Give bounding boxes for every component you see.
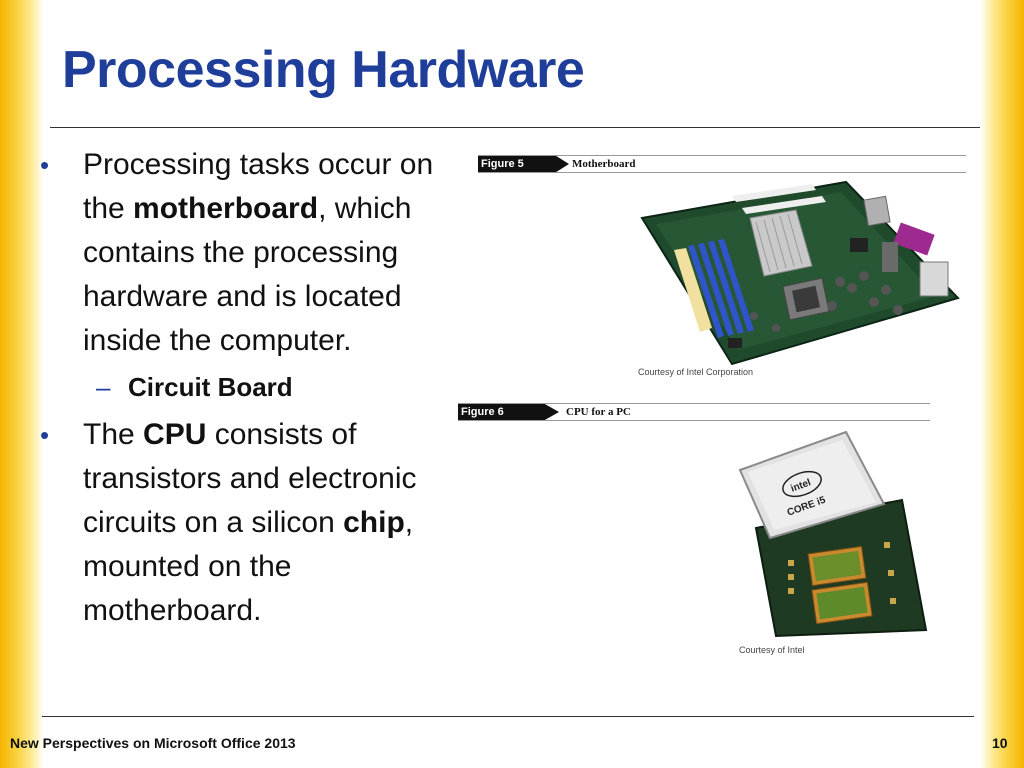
bullet-item-2: • The CPU consists of transistors and el… xyxy=(40,413,470,633)
figure-5-header: Figure 5 Motherboard xyxy=(478,155,966,173)
bullet-item-1: • Processing tasks occur on the motherbo… xyxy=(40,143,470,363)
bullet-2-bold-cpu: CPU xyxy=(143,418,207,451)
footer-divider xyxy=(42,716,974,717)
bullet-1-text-a: Processing tasks occur on the xyxy=(83,148,434,225)
bullet-1-bold-motherboard: motherboard xyxy=(133,192,319,225)
bullet-2-text-a: The xyxy=(83,418,144,451)
bullet-2-text-c: , mounted on the motherboard. xyxy=(83,506,414,627)
figure-5-title: Motherboard xyxy=(572,158,636,170)
bullet-list: • Processing tasks occur on the motherbo… xyxy=(40,143,470,633)
bullet-icon: • xyxy=(40,150,50,180)
sub-bullet-item: – Circuit Board xyxy=(40,367,470,407)
footer-title: New Perspectives on Microsoft Office 201… xyxy=(10,735,296,751)
slide-title: Processing Hardware xyxy=(62,41,585,99)
figure-5-label: Figure 5 xyxy=(478,156,569,172)
figure-6-header: Figure 6 CPU for a PC xyxy=(458,403,930,421)
cpu-chip-image: intel CORE i5 xyxy=(738,430,928,638)
bullet-icon: • xyxy=(40,420,50,450)
left-yellow-edge xyxy=(0,0,44,768)
bullet-1-text-b: , which contains the processing hardware… xyxy=(83,192,412,357)
figure-6-courtesy: Courtesy of Intel xyxy=(739,645,805,655)
right-yellow-edge xyxy=(980,0,1024,768)
page-number: 10 xyxy=(992,735,1008,751)
figure-6-label: Figure 6 xyxy=(458,404,559,420)
sub-bullet-text: Circuit Board xyxy=(128,372,293,402)
bullet-2-bold-chip: chip xyxy=(343,506,405,539)
title-divider xyxy=(50,127,980,128)
figure-6-title: CPU for a PC xyxy=(566,406,631,418)
figure-5-courtesy: Courtesy of Intel Corporation xyxy=(638,367,754,377)
bullet-2-text-b: consists of transistors and electronic c… xyxy=(83,418,417,539)
dash-icon: – xyxy=(96,372,111,402)
motherboard-image xyxy=(640,180,960,366)
